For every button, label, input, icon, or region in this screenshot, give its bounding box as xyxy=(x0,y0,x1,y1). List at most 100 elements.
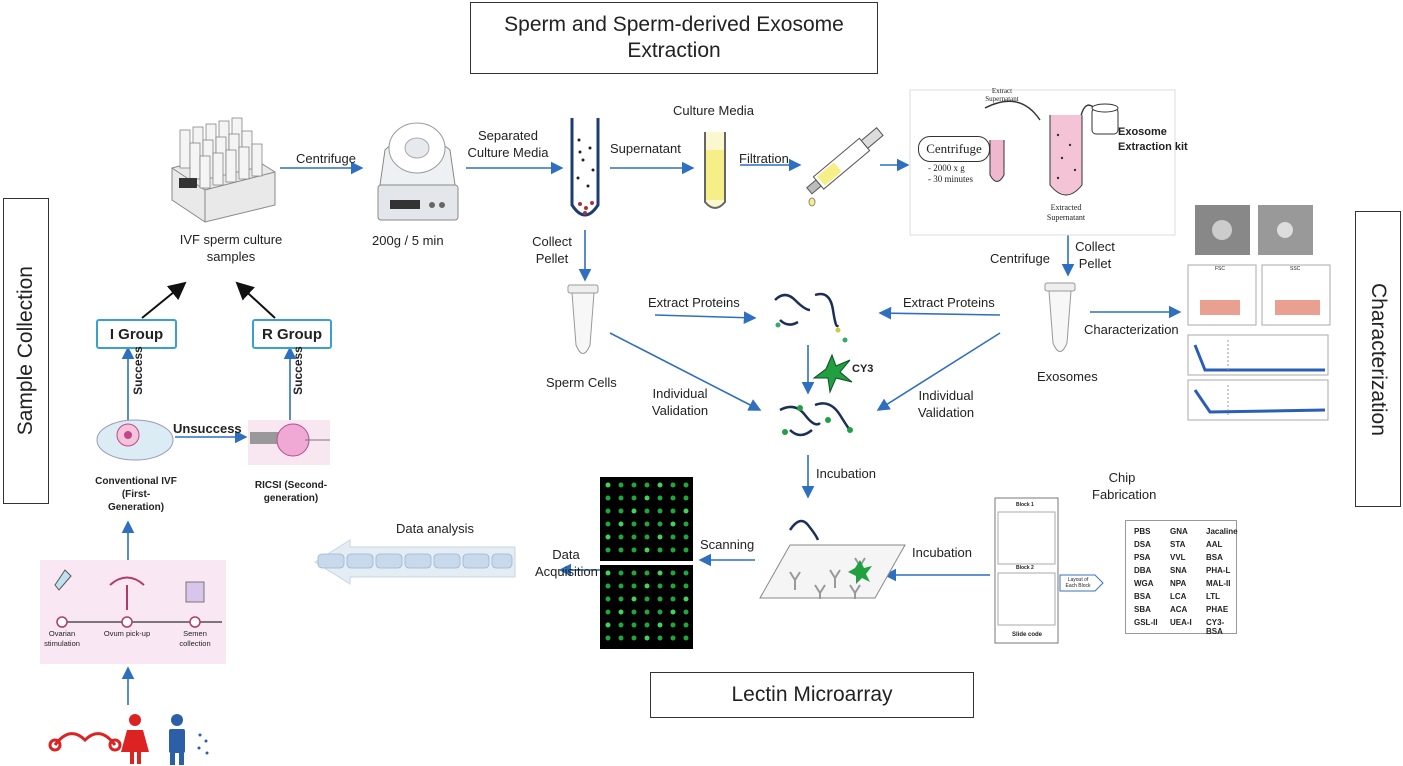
scan-spot xyxy=(631,609,637,615)
scan-spot xyxy=(618,583,624,589)
chip-fabrication-label: Chip Fabrication xyxy=(1092,470,1157,502)
scan-spot xyxy=(657,596,663,602)
data-analysis-arrow-icon xyxy=(314,539,516,585)
scan-spot xyxy=(657,609,663,615)
scan-spot xyxy=(657,622,663,628)
scan-spot xyxy=(670,482,676,488)
scan-spot xyxy=(605,534,611,540)
title-sample-collection-box: Sample Collection xyxy=(3,198,49,504)
scan-spot xyxy=(605,521,611,527)
scan-spot xyxy=(657,534,663,540)
centrifuge-2-label: Centrifuge xyxy=(990,251,1050,266)
scan-spot xyxy=(657,583,663,589)
scan-spot xyxy=(618,508,624,514)
filtration-label: Filtration xyxy=(739,151,789,166)
scan-spot xyxy=(644,583,650,589)
lectin-cell: NPA xyxy=(1170,579,1187,588)
scan-spot xyxy=(683,521,689,527)
data-analysis-label: Data analysis xyxy=(396,521,475,536)
scan-spots xyxy=(605,482,689,641)
scan-spot xyxy=(657,635,663,641)
syringe-filter-icon xyxy=(806,127,884,195)
timeline-step-2: Ovum pick-up xyxy=(103,629,151,638)
individual-validation-right-label: Individual Validation xyxy=(917,388,975,420)
scan-spot xyxy=(670,596,676,602)
lectin-cell: BSA xyxy=(1206,553,1223,562)
timeline-step-1: Ovarian stimulation xyxy=(44,629,80,648)
individual-validation-left-label: Individual Validation xyxy=(651,386,709,418)
scan-spot xyxy=(644,482,650,488)
scan-spot xyxy=(631,622,637,628)
speed-label: 200g / 5 min xyxy=(372,233,444,248)
scan-spot xyxy=(605,596,611,602)
lectin-cell: WGA xyxy=(1134,579,1154,588)
lectin-cell: DBA xyxy=(1134,566,1152,575)
scan-spot xyxy=(644,622,650,628)
centrifuge-label: Centrifuge xyxy=(296,151,356,166)
scan-spot xyxy=(670,622,676,628)
success-label-r: Success xyxy=(290,346,305,395)
characterization-images xyxy=(1187,205,1331,421)
scanning-label: Scanning xyxy=(700,537,755,552)
i-group-box: I Group xyxy=(96,319,177,349)
scan-spot xyxy=(618,570,624,576)
scan-spot xyxy=(631,570,637,576)
scan-spot xyxy=(670,583,676,589)
scan-spot xyxy=(683,482,689,488)
collect-pellet-label: Collect Pellet xyxy=(532,234,572,266)
scan-spot xyxy=(644,508,650,514)
exosomes-label: Exosomes xyxy=(1037,369,1098,384)
ricsi-label: RICSI (Second-generation) xyxy=(254,480,328,504)
conventional-ivf-label: Conventional IVF (First-Generation) xyxy=(95,476,177,513)
scan-spot xyxy=(618,521,624,527)
labeled-dots xyxy=(782,405,853,435)
title-extraction: Sperm and Sperm-derived Exosome Extracti… xyxy=(470,2,878,74)
scan-spot xyxy=(631,534,637,540)
group-arrows xyxy=(141,281,276,319)
slide-code-label: Slide code xyxy=(1012,632,1043,638)
timeline-panel xyxy=(40,560,226,664)
scan-spot xyxy=(683,622,689,628)
scan-spot xyxy=(683,508,689,514)
separated-media-label: Separated Culture Media xyxy=(467,128,549,160)
scan-spot xyxy=(657,495,663,501)
scan-spot xyxy=(631,635,637,641)
centrifuge-box: Centrifuge xyxy=(918,136,990,162)
cy3-star-icon xyxy=(812,353,853,394)
title-sample-collection: Sample Collection xyxy=(14,266,37,436)
scan-spot xyxy=(644,635,650,641)
lectin-cell: ACA xyxy=(1170,605,1188,614)
scan-spot xyxy=(670,547,676,553)
timeline-step-3: Semen collection xyxy=(179,629,211,648)
scan-spot xyxy=(618,622,624,628)
lectin-cell: BSA xyxy=(1134,592,1151,601)
scan-spot xyxy=(631,482,637,488)
scan-spot xyxy=(644,609,650,615)
scan-spot xyxy=(631,596,637,602)
chip-layout-image xyxy=(994,497,1104,644)
scan-spot xyxy=(605,570,611,576)
scan-spot xyxy=(657,482,663,488)
block-1-label: Block 1 xyxy=(1016,502,1034,508)
centrifuge-machine-icon xyxy=(377,122,459,221)
block-2-label: Block 2 xyxy=(1016,565,1034,571)
lectin-cell: GNA xyxy=(1170,527,1188,536)
scan-spot xyxy=(618,534,624,540)
lectin-cell: STA xyxy=(1170,540,1186,549)
lectin-cell: PHA-L xyxy=(1206,566,1231,575)
extract-proteins-right-label: Extract Proteins xyxy=(903,295,995,310)
scan-spot xyxy=(683,596,689,602)
scan-spot xyxy=(657,521,663,527)
lectin-cell: SNA xyxy=(1170,566,1187,575)
lectin-cell: LTL xyxy=(1206,592,1221,601)
scan-spot xyxy=(670,609,676,615)
patients-icon xyxy=(48,714,209,765)
lectin-cell: PSA xyxy=(1134,553,1151,562)
scan-spot xyxy=(644,596,650,602)
tube-rack-icon xyxy=(171,117,276,223)
ivf-samples-label: IVF sperm culture samples xyxy=(179,232,283,264)
lectin-cell: PBS xyxy=(1134,527,1151,536)
centrifuge-detail-1: - 2000 x g xyxy=(928,163,965,173)
